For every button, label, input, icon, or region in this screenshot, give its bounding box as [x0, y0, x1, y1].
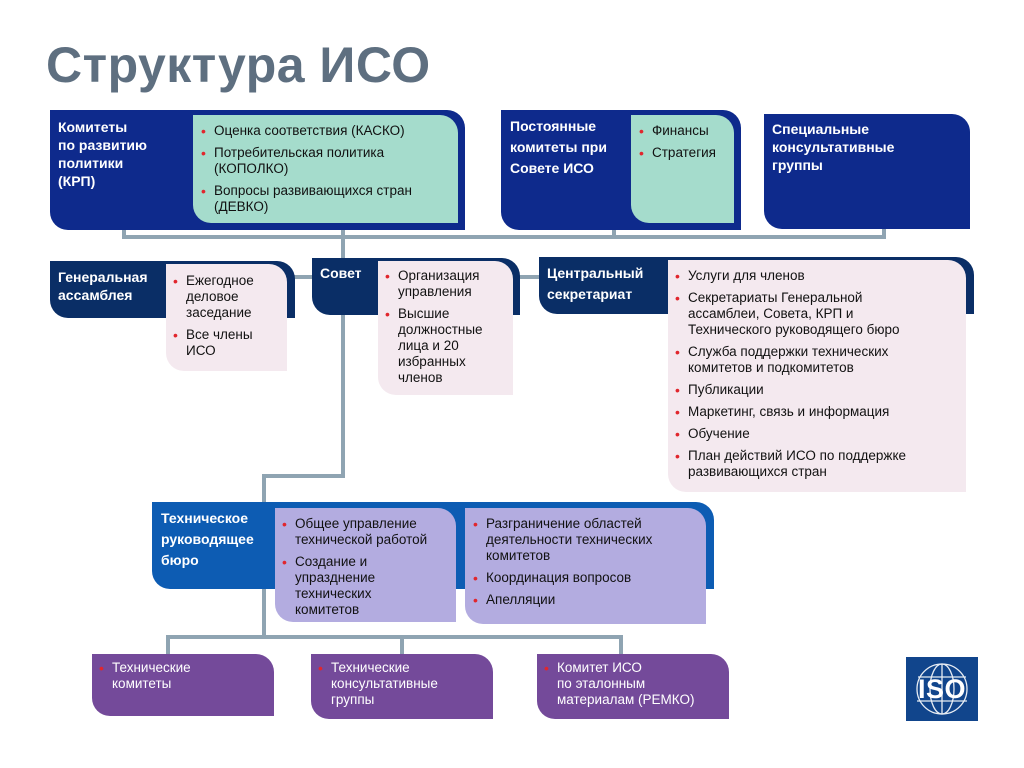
- central-secretariat-list: Услуги для членов Секретариаты Генеральн…: [672, 268, 966, 486]
- connector-tmb-drop: [262, 474, 266, 510]
- list-item: Технические комитеты: [96, 660, 272, 692]
- connector-tmb-down: [262, 585, 266, 637]
- policy-committees-list: Оценка соответствия (КАСКО) Потребительс…: [198, 123, 456, 221]
- list-item: Услуги для членов: [672, 268, 966, 284]
- policy-committees-title: Комитеты по развитию политики (КРП): [58, 119, 147, 189]
- list-item: Организация управления: [382, 268, 512, 300]
- connector-bottom-mid-drop: [400, 635, 404, 657]
- list-item: План действий ИСО по поддержке развивающ…: [672, 448, 966, 480]
- connector-top-horizontal: [122, 235, 886, 239]
- tmb-list-left: Общее управление технической работой Соз…: [279, 516, 456, 624]
- remco-text: Комитет ИСО по эталонным материалам (РЕМ…: [541, 660, 727, 714]
- general-assembly-title: Генеральная ассамблея: [58, 269, 148, 303]
- list-item: Потребительская политика (КОПОЛКО): [198, 145, 456, 177]
- connector-bottom-horizontal: [166, 635, 623, 639]
- list-item: Общее управление технической работой: [279, 516, 456, 548]
- connector-standing-drop: [612, 225, 616, 239]
- list-item: Ежегодное деловое заседание: [170, 273, 287, 321]
- list-item: Высшие должностные лица и 20 избранных ч…: [382, 306, 512, 386]
- list-item: Финансы: [636, 123, 734, 139]
- list-item: Служба поддержки технических комитетов и…: [672, 344, 966, 376]
- list-item: Обучение: [672, 426, 966, 442]
- list-item: Все члены ИСО: [170, 327, 287, 359]
- special-groups-title: Специальные консультативные группы: [772, 121, 895, 173]
- globe-icon: [916, 663, 968, 715]
- central-secretariat-heading: Центральный секретариат: [547, 265, 644, 302]
- connector-council-secretariat: [510, 275, 545, 279]
- list-item: Секретариаты Генеральной ассамблеи, Сове…: [672, 290, 966, 338]
- iso-logo: ISO: [906, 657, 978, 721]
- connector-bottom-right-drop: [619, 635, 623, 657]
- list-item: Апелляции: [470, 592, 706, 608]
- list-item: Комитет ИСО по эталонным материалам (РЕМ…: [541, 660, 727, 708]
- iso-logo-text: ISO: [917, 674, 966, 704]
- tmb-title: Техническое руководящее бюро: [161, 510, 254, 568]
- technical-advisory-text: Технические консультативные группы: [315, 660, 491, 714]
- list-item: Маркетинг, связь и информация: [672, 404, 966, 420]
- list-item: Оценка соответствия (КАСКО): [198, 123, 456, 139]
- list-item: Публикации: [672, 382, 966, 398]
- list-item: Стратегия: [636, 145, 734, 161]
- general-assembly-list: Ежегодное деловое заседание Все члены ИС…: [170, 273, 287, 365]
- list-item: Создание и упразднение технических комит…: [279, 554, 456, 618]
- technical-committees-text: Технические комитеты: [96, 660, 272, 698]
- connector-assembly-council: [280, 275, 320, 279]
- connector-bottom-left-drop: [166, 635, 170, 657]
- connector-krp-drop: [122, 225, 126, 239]
- council-title: Совет: [320, 265, 362, 281]
- list-item: Технические консультативные группы: [315, 660, 491, 708]
- standing-committees-title: Постоянные комитеты при Совете ИСО: [510, 118, 607, 176]
- connector-central-trunk: [341, 225, 345, 477]
- connector-tmb-horizontal: [262, 474, 345, 478]
- list-item: Разграничение областей деятельности техн…: [470, 516, 706, 564]
- connector-special-drop: [882, 225, 886, 239]
- special-groups-box: [764, 114, 970, 229]
- standing-committees-list: Финансы Стратегия: [636, 123, 734, 167]
- list-item: Вопросы развивающихся стран (ДЕВКО): [198, 183, 456, 215]
- council-list: Организация управления Высшие должностны…: [382, 268, 512, 392]
- tmb-list-right: Разграничение областей деятельности техн…: [470, 516, 706, 614]
- page-title: Структура ИСО: [46, 37, 431, 93]
- list-item: Координация вопросов: [470, 570, 706, 586]
